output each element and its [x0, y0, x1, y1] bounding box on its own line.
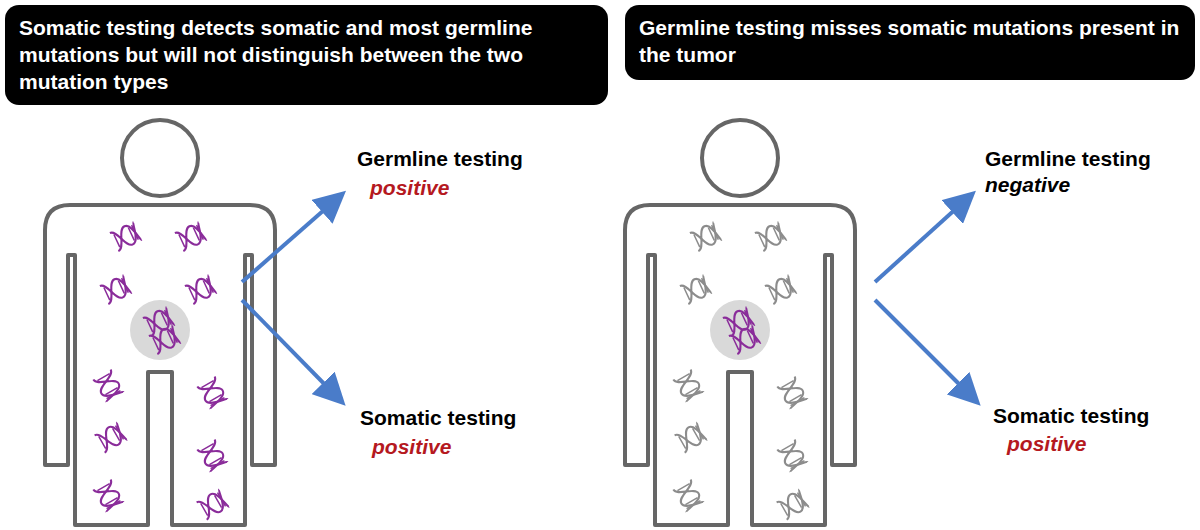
arrow [242, 196, 340, 282]
header-text: Somatic testing detects somatic and most… [19, 14, 594, 95]
header-box: Somatic testing detects somatic and most… [5, 5, 608, 105]
dna-tumor-purple [143, 307, 181, 354]
tumor-circle [710, 300, 770, 360]
test-label: Germline testing [357, 147, 523, 171]
test-label: Somatic testing [993, 404, 1149, 428]
dna-tumor-purple [723, 307, 761, 354]
arrow [875, 196, 970, 282]
person-outline [625, 120, 855, 525]
result-label: positive [372, 435, 451, 459]
test-label: Somatic testing [360, 406, 516, 430]
arrow [242, 300, 340, 400]
dna-germline-grey [673, 222, 809, 520]
result-label: positive [1007, 432, 1086, 456]
tumor-circle [130, 300, 190, 360]
person-outline [45, 120, 275, 525]
header-box: Germline testing misses somatic mutation… [625, 5, 1195, 80]
result-label: negative [985, 173, 1070, 197]
test-label: Germline testing [985, 147, 1151, 171]
result-label: positive [370, 176, 449, 200]
header-text: Germline testing misses somatic mutation… [639, 14, 1181, 68]
dna-germline-purple [93, 222, 229, 520]
arrow [875, 300, 975, 400]
